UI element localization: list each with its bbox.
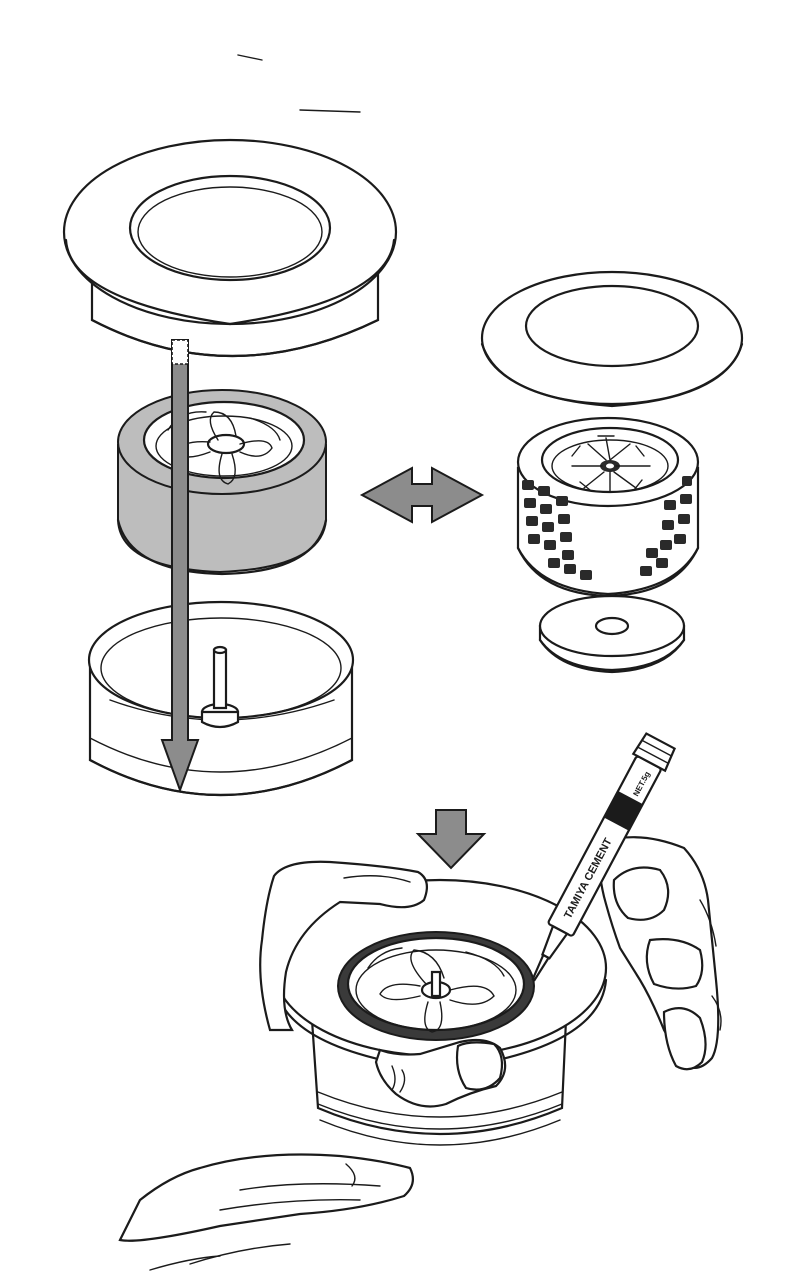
grey-tire — [118, 390, 326, 574]
right-hand-upper — [600, 837, 721, 1069]
washer — [540, 596, 684, 672]
scan-marks — [238, 55, 360, 112]
mold-cap — [64, 140, 396, 356]
mold-base — [89, 602, 353, 795]
treaded-tire — [518, 418, 698, 596]
swap-arrow-icon — [362, 468, 482, 522]
assembly-arrow-icon — [418, 810, 484, 868]
flat-ring — [482, 272, 742, 406]
sleeve — [120, 1155, 413, 1271]
